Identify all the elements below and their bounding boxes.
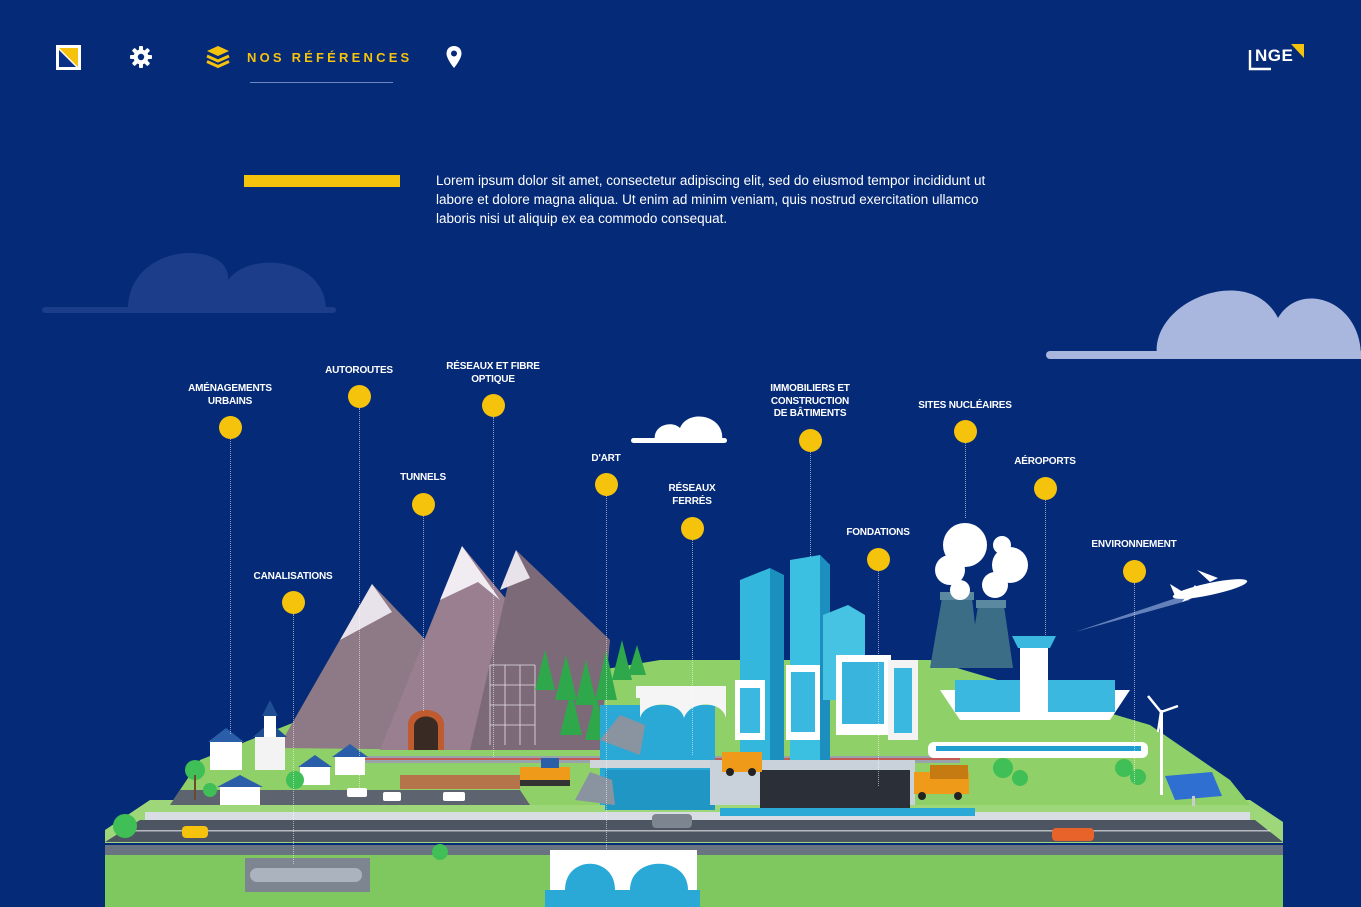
stem-reseaux-fibre-optique (493, 417, 494, 757)
nav-references-link[interactable]: NOS RÉFÉRENCES (247, 50, 413, 65)
airplane-icon (1170, 570, 1248, 602)
label-reseaux-fibre-optique[interactable]: RÉSEAUX ET FIBRE OPTIQUE (446, 361, 540, 385)
bridge-arches (636, 686, 726, 718)
brand-name: NGE (1255, 46, 1294, 65)
stem-autoroutes (359, 408, 360, 788)
cloud-right (1046, 290, 1361, 359)
rocks (575, 715, 645, 805)
stem-sites-nucleaires (965, 443, 966, 518)
marker-autoroutes[interactable] (347, 384, 371, 408)
car-orange (1052, 828, 1094, 841)
marker-reseaux-ferres[interactable] (680, 516, 704, 540)
cloud-small (631, 416, 727, 443)
field (400, 775, 520, 789)
gear-icon[interactable] (128, 44, 154, 70)
marker-reseaux-fibre-optique[interactable] (481, 393, 505, 417)
cloud-left (42, 252, 336, 313)
marker-aeroports[interactable] (1033, 476, 1057, 500)
marker-immobiliers-construction[interactable] (798, 428, 822, 452)
steam-clouds (935, 523, 1028, 600)
marker-fondations[interactable] (866, 547, 890, 571)
marker-ouvrages-d-art[interactable] (594, 472, 618, 496)
wind-turbine (1147, 695, 1179, 795)
marker-tunnels[interactable] (411, 492, 435, 516)
label-reseaux-ferres[interactable]: RÉSEAUX FERRÉS (668, 483, 716, 507)
stem-tunnels (423, 516, 424, 711)
contrail (1075, 595, 1190, 632)
marker-sites-nucleaires[interactable] (953, 419, 977, 443)
label-sites-nucleaires[interactable]: SITES NUCLÉAIRES (918, 400, 1012, 411)
skyscrapers (735, 555, 918, 760)
label-ouvrages-d-art[interactable]: D'ART (591, 453, 621, 464)
label-immobiliers-construction[interactable]: IMMOBILIERS ET CONSTRUCTION DE BÂTIMENTS (770, 383, 850, 419)
label-fondations[interactable]: FONDATIONS (846, 527, 910, 538)
brand-logo-icon[interactable] (1247, 42, 1305, 72)
stem-aeroports (1045, 500, 1046, 635)
stem-fondations (878, 571, 879, 786)
marker-environnement[interactable] (1122, 559, 1146, 583)
location-pin-icon[interactable] (441, 44, 467, 70)
intro-text: Lorem ipsum dolor sit amet, consectetur … (436, 173, 986, 226)
stem-environnement (1134, 583, 1135, 783)
label-canalisations[interactable]: CANALISATIONS (253, 571, 333, 582)
cooling-towers (930, 592, 1013, 668)
stem-canalisations (293, 614, 294, 864)
excavator (520, 758, 570, 786)
airport-terminal (940, 636, 1130, 720)
stem-reseaux-ferres (692, 540, 693, 755)
trucks (722, 752, 969, 800)
nav-active-underline (250, 82, 393, 83)
layers-icon[interactable] (205, 44, 231, 70)
label-autoroutes[interactable]: AUTOROUTES (325, 365, 393, 376)
car-grey (652, 814, 692, 828)
label-tunnels[interactable]: TUNNELS (400, 472, 446, 483)
accent-bar (244, 175, 400, 187)
solar-panel (1165, 772, 1222, 800)
fibre-net (489, 664, 536, 745)
foundations-pit (760, 770, 910, 808)
marker-amenagements-urbains[interactable] (218, 415, 242, 439)
logo-mark-icon[interactable] (55, 44, 81, 70)
stem-ouvrages-d-art (606, 496, 607, 851)
stem-immobiliers-construction (810, 452, 811, 557)
marker-canalisations[interactable] (281, 590, 305, 614)
label-aeroports[interactable]: AÉROPORTS (1014, 456, 1076, 467)
cows (347, 788, 465, 801)
car-yellow (182, 826, 208, 838)
label-environnement[interactable]: ENVIRONNEMENT (1091, 539, 1177, 550)
stem-amenagements-urbains (230, 439, 231, 734)
label-amenagements-urbains[interactable]: AMÉNAGEMENTS URBAINS (188, 383, 272, 407)
